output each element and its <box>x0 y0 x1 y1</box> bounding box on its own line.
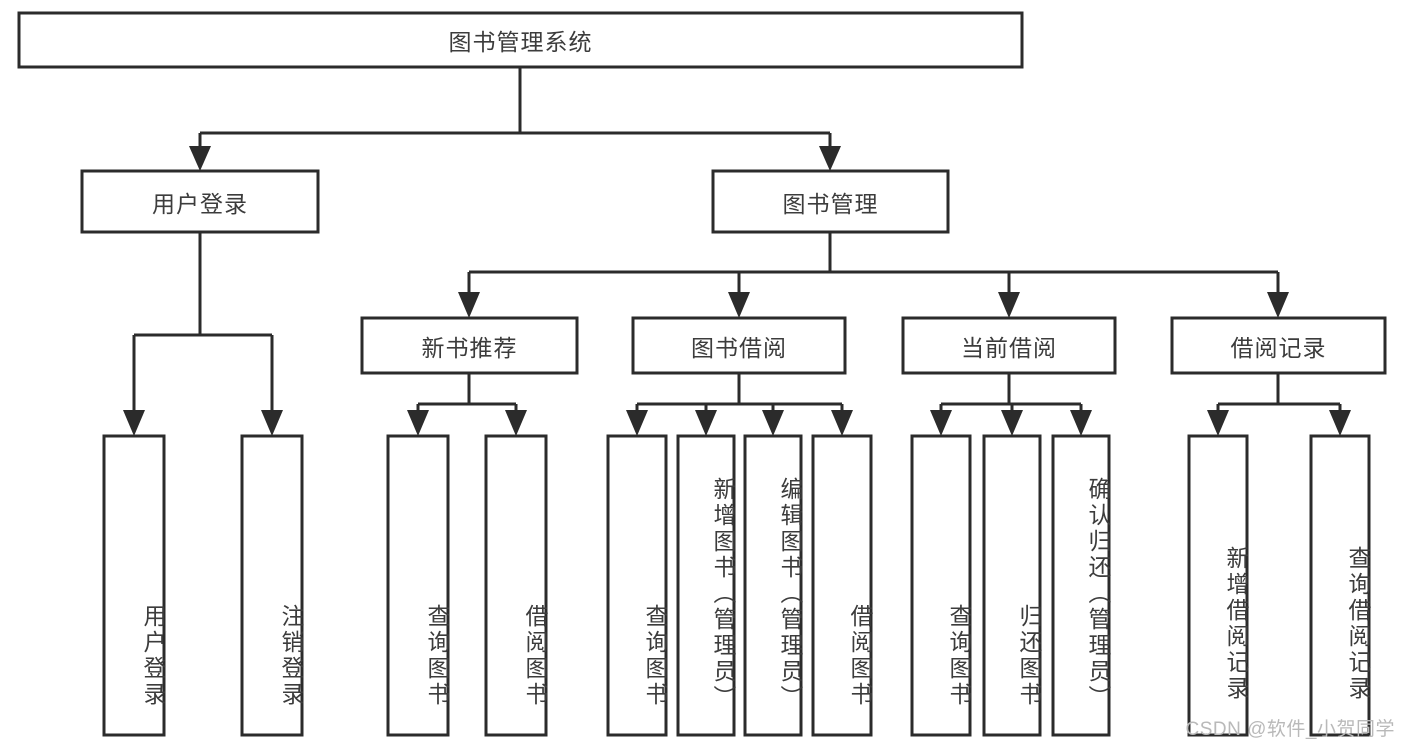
arrow-head-icon <box>1001 410 1023 436</box>
arrow-head-icon <box>1267 292 1289 318</box>
arrow-head-icon <box>1329 410 1351 436</box>
node-box-borrow-record[interactable] <box>1170 316 1387 375</box>
node-box-leaf[interactable] <box>811 434 873 737</box>
connector-current-borrow-to-leaves <box>930 373 1092 436</box>
arrow-head-icon <box>1070 410 1092 436</box>
arrow-head-icon <box>505 410 527 436</box>
node-box-root[interactable] <box>17 11 1024 69</box>
arrow-head-icon <box>261 410 283 436</box>
node-box-leaf[interactable] <box>1187 434 1249 737</box>
arrow-head-icon <box>831 410 853 436</box>
arrow-head-icon <box>930 410 952 436</box>
connector-borrow-record-to-leaves <box>1207 373 1351 436</box>
csdn-watermark: CSDN @软件_小贺同学 <box>1185 719 1395 740</box>
connector-book-borrow-to-leaves <box>626 373 853 436</box>
node-box-leaf[interactable] <box>743 434 803 737</box>
node-box-user-login[interactable] <box>80 169 320 234</box>
node-box-leaf[interactable] <box>1309 434 1371 737</box>
node-box-leaf[interactable] <box>386 434 450 737</box>
arrow-head-icon <box>819 146 841 171</box>
node-box-leaf[interactable] <box>676 434 736 737</box>
arrow-head-icon <box>998 292 1020 318</box>
arrow-head-icon <box>458 292 480 318</box>
arrow-head-icon <box>407 410 429 436</box>
node-box-leaf[interactable] <box>1051 434 1111 737</box>
connector-new-book-recommend-to-leaves <box>407 373 527 436</box>
connector-book-management-to-level3 <box>458 232 1289 318</box>
node-box-leaf[interactable] <box>982 434 1042 737</box>
node-box-leaf[interactable] <box>240 434 304 737</box>
node-box-leaf[interactable] <box>484 434 548 737</box>
arrow-head-icon <box>189 146 211 171</box>
node-box-new-book-recommend[interactable] <box>360 316 579 375</box>
arrow-head-icon <box>626 410 648 436</box>
arrow-head-icon <box>123 410 145 436</box>
node-box-book-borrow[interactable] <box>631 316 847 375</box>
arrow-head-icon <box>762 410 784 436</box>
node-box-leaf[interactable] <box>102 434 166 737</box>
arrow-head-icon <box>695 410 717 436</box>
node-box-book-management[interactable] <box>711 169 950 234</box>
node-box-current-borrow[interactable] <box>901 316 1117 375</box>
arrow-head-icon <box>1207 410 1229 436</box>
node-box-leaf[interactable] <box>606 434 668 737</box>
connector-user-login-to-leaves <box>123 232 283 436</box>
arrow-head-icon <box>728 292 750 318</box>
node-box-leaf[interactable] <box>910 434 972 737</box>
connector-root-to-level2 <box>189 67 841 171</box>
